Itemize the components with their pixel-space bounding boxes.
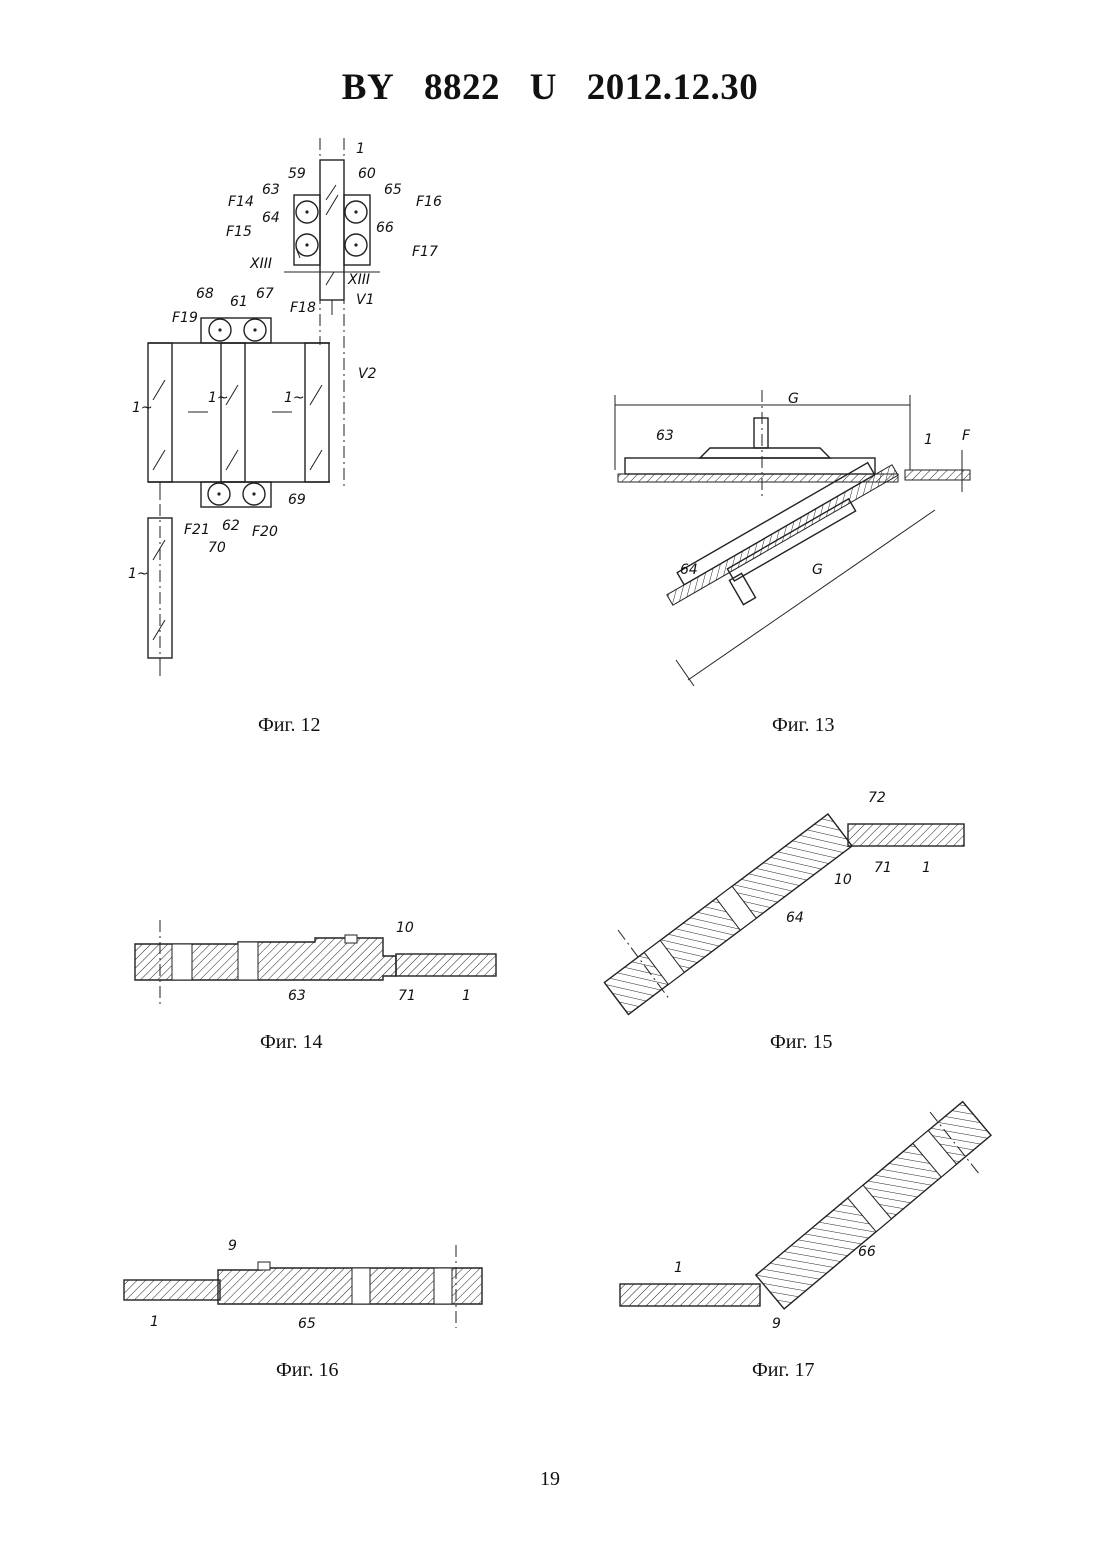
fig12-label: 66 — [376, 220, 394, 236]
fig12-label: 1~ — [128, 566, 149, 582]
fig12-label: F14 — [228, 194, 254, 210]
fig12-label: XIII — [347, 272, 370, 288]
fig16-label: 1 — [150, 1314, 159, 1330]
fig12-label: 1~ — [132, 400, 153, 416]
fig17-label: 1 — [674, 1260, 683, 1276]
fig17-label: 9 — [772, 1316, 781, 1332]
fig15-label: 72 — [868, 790, 886, 806]
fig12-label: F21 — [184, 522, 210, 538]
fig12-label: 1~ — [208, 390, 229, 406]
fig12-label: 62 — [222, 518, 240, 534]
fig14-label: 71 — [398, 988, 416, 1004]
fig12-label: 67 — [256, 286, 274, 302]
fig12-label: XIII — [249, 256, 272, 272]
fig13-label: F — [962, 428, 971, 444]
fig12-label: V2 — [358, 366, 377, 382]
figure-13-labels: G 63 1 F 64 G — [656, 391, 971, 578]
figure-17-caption: Фиг. 17 — [752, 1359, 814, 1382]
fig13-label: 63 — [656, 428, 674, 444]
fig12-label: 68 — [196, 286, 214, 302]
figure-14-caption: Фиг. 14 — [260, 1031, 322, 1054]
fig12-label: F16 — [416, 194, 442, 210]
fig13-label: 1 — [924, 432, 933, 448]
fig15-label: 10 — [834, 872, 852, 888]
fig15-label: 71 — [874, 860, 892, 876]
fig12-label: F18 — [290, 300, 316, 316]
fig12-label: V1 — [356, 292, 374, 308]
figure-15-drawing — [604, 814, 964, 1014]
fig12-label: 60 — [358, 166, 376, 182]
figure-12-labels: 1 59 60 63 65 F14 F16 64 66 F15 F17 XIII… — [128, 141, 442, 582]
figure-12-caption: Фиг. 12 — [258, 714, 320, 737]
fig12-label: 1~ — [284, 390, 305, 406]
fig14-label: 1 — [462, 988, 471, 1004]
fig13-label: G — [812, 562, 823, 578]
fig12-label: 70 — [208, 540, 226, 556]
fig12-label: 1 — [356, 141, 365, 157]
figure-17-drawing — [620, 1102, 991, 1309]
figure-14-drawing — [135, 920, 496, 1004]
fig16-label: 9 — [228, 1238, 237, 1254]
fig15-label: 64 — [786, 910, 804, 926]
page-number: 19 — [0, 1468, 1100, 1491]
fig12-label: F15 — [226, 224, 252, 240]
figure-15-caption: Фиг. 15 — [770, 1031, 832, 1054]
fig16-label: 65 — [298, 1316, 316, 1332]
fig12-label: 59 — [288, 166, 306, 182]
fig12-label: F19 — [172, 310, 198, 326]
fig14-label: 10 — [396, 920, 414, 936]
fig15-label: 1 — [922, 860, 931, 876]
figure-13-caption: Фиг. 13 — [772, 714, 834, 737]
figure-16-caption: Фиг. 16 — [276, 1359, 338, 1382]
fig12-label: F20 — [252, 524, 278, 540]
fig17-label: 66 — [858, 1244, 876, 1260]
fig13-label: 64 — [680, 562, 698, 578]
fig12-label: F17 — [412, 244, 438, 260]
fig12-label: 64 — [262, 210, 280, 226]
fig12-label: 69 — [288, 492, 306, 508]
fig12-label: 61 — [230, 294, 248, 310]
fig12-label: 63 — [262, 182, 280, 198]
fig13-label: G — [788, 391, 799, 407]
fig14-label: 63 — [288, 988, 306, 1004]
fig12-label: 65 — [384, 182, 402, 198]
